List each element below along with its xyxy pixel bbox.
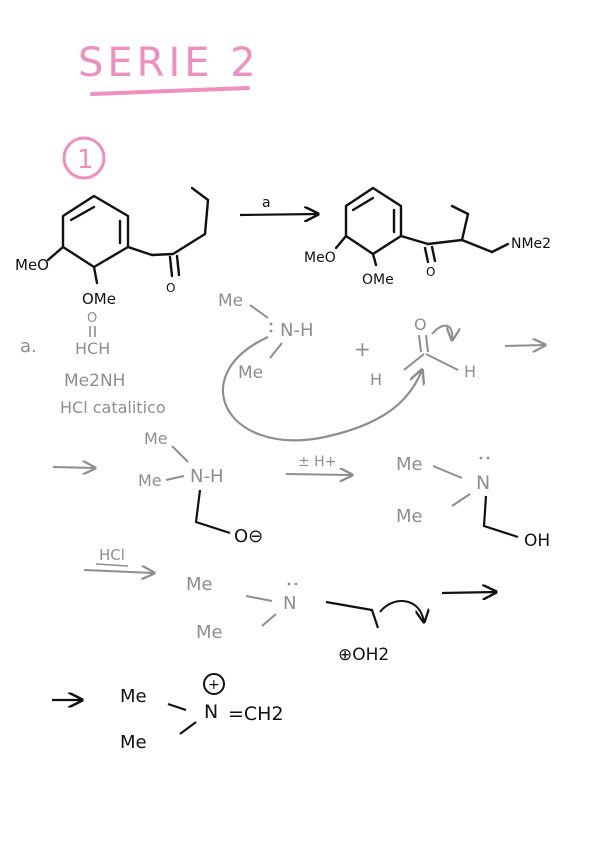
conditions-block: a. O HCH Me2NH HCl catalitico <box>20 311 166 417</box>
step1-aldehyde-o: O <box>414 315 427 334</box>
step3-me-bottom: Me <box>196 622 223 643</box>
step1-aldehyde-h-left: H <box>370 370 382 389</box>
page-title: SERIE 2 <box>78 40 260 86</box>
step2-me-bottom-2: Me <box>396 506 423 527</box>
start-carbonyl-o: O <box>166 281 175 295</box>
step1-plus: + <box>354 337 371 361</box>
conditions-label: a. <box>20 336 37 357</box>
start-meo-label: MeO <box>15 256 49 274</box>
step1-mechanism: Me N-H Me + O H H <box>218 291 545 442</box>
step1-amine-nh: N-H <box>280 320 314 341</box>
step2-me-top: Me <box>144 429 168 448</box>
step1-aldehyde-h-right: H <box>464 362 476 381</box>
product-ome-label: OMe <box>362 272 394 288</box>
step2-oxide: O⊖ <box>234 526 263 547</box>
step1-arrow <box>504 345 545 346</box>
step2-oh: OH <box>524 531 550 551</box>
formaldehyde-o: O <box>87 311 97 326</box>
carbonyl-arrow <box>431 324 452 340</box>
step4-n: N <box>204 701 218 723</box>
step3-reagent: HCl <box>99 546 125 564</box>
step2-lead-arrow <box>52 467 95 468</box>
positive-charge-circle <box>203 673 225 695</box>
step3-leaving-group: ⊕OH2 <box>338 645 389 665</box>
step3-arrow <box>83 570 154 573</box>
product-amine-label: NMe2 <box>511 236 551 252</box>
nucleophilic-attack-arrow <box>221 336 422 442</box>
product-carbonyl-o: O <box>426 265 435 279</box>
step4-me-top: Me <box>120 686 147 707</box>
start-ome-label: OMe <box>82 290 116 308</box>
step3-me-top: Me <box>186 574 213 595</box>
product-meo-label: MeO <box>304 250 336 266</box>
reagent-hcl-catalytic: HCl catalitico <box>60 398 166 417</box>
reaction-arrow-label: a <box>262 195 271 211</box>
reaction-arrow-a <box>239 214 318 215</box>
problem-number: 1 <box>77 145 94 175</box>
step4-me-bottom: Me <box>120 732 147 753</box>
step2-mechanism: Me Me N-H O⊖ ± H+ Me N Me OH <box>52 429 550 551</box>
proton-transfer-arrow <box>285 474 352 475</box>
step4-ch2: =CH2 <box>228 703 284 725</box>
proton-transfer-label: ± H+ <box>298 454 336 470</box>
step1-me-bottom: Me <box>238 363 263 383</box>
starting-material <box>46 186 210 285</box>
step1-me-top: Me <box>218 291 243 311</box>
step4-charge: + <box>208 677 220 693</box>
title-underline <box>90 86 250 96</box>
mannich-product <box>334 186 510 267</box>
step3-n: N <box>283 593 296 614</box>
step3-mechanism: HCl Me N Me ⊕OH2 <box>83 546 496 665</box>
step2-me-top-2: Me <box>396 454 423 475</box>
step2-n: N <box>476 472 490 494</box>
reagent-formaldehyde: HCH <box>75 339 110 358</box>
step2-me-left: Me <box>138 471 162 490</box>
step3-forward-arrow <box>441 592 496 593</box>
step4-iminium: Me + N =CH2 Me <box>52 673 284 753</box>
reagent-dimethylamine: Me2NH <box>64 371 125 391</box>
leaving-group-arrow <box>379 600 424 622</box>
step2-nh: N-H <box>190 466 224 487</box>
problem-number-circle <box>62 136 106 180</box>
